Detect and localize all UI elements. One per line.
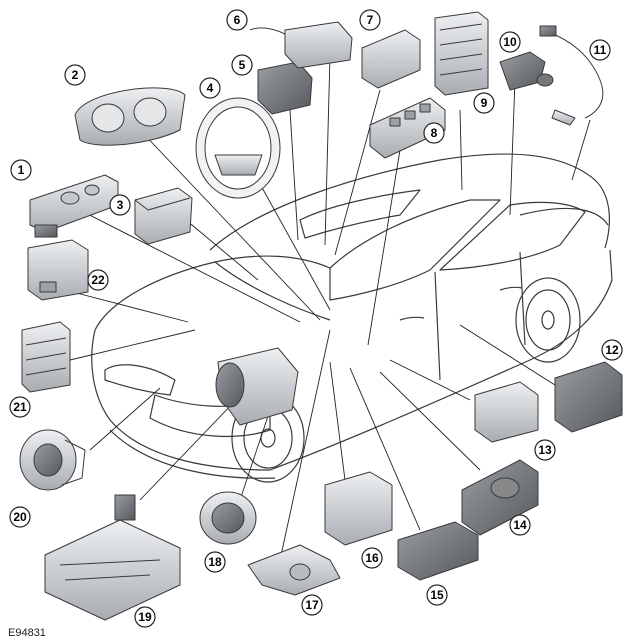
control-module-16	[324, 471, 393, 546]
control-module-15	[397, 521, 479, 581]
callout-11: 11	[589, 39, 611, 61]
callout-number: 14	[513, 518, 527, 532]
engine-fuse-box	[21, 321, 71, 393]
callout-17: 17	[301, 594, 323, 616]
callout-circle	[534, 439, 556, 461]
callout-number: 13	[538, 443, 552, 457]
callout-3: 3	[109, 194, 131, 216]
callout-number: 6	[234, 13, 241, 27]
callout-number: 2	[72, 68, 79, 82]
figure-reference-code: E94831	[8, 627, 46, 639]
callout-number: 9	[481, 96, 488, 110]
callout-circle	[509, 514, 531, 536]
steering-column-actuator	[247, 544, 341, 596]
callout-15: 15	[426, 584, 448, 606]
callout-19: 19	[134, 606, 156, 628]
callout-circle	[9, 506, 31, 528]
callout-number: 12	[605, 343, 619, 357]
callout-circle	[199, 77, 221, 99]
callout-number: 1	[18, 163, 25, 177]
callout-circle	[226, 9, 248, 31]
sensor-10	[499, 51, 554, 91]
callout-number: 10	[503, 35, 517, 49]
engine-control-module	[27, 239, 89, 301]
callout-10: 10	[499, 31, 521, 53]
callout-5: 5	[231, 54, 253, 76]
control-module-13	[474, 381, 539, 443]
instrument-cluster	[74, 87, 186, 146]
alternator	[19, 429, 86, 491]
callout-circle	[473, 92, 495, 114]
callout-number: 19	[138, 610, 152, 624]
callout-number: 3	[117, 198, 124, 212]
callout-circle	[134, 606, 156, 628]
callout-circle	[64, 64, 86, 86]
door-switch-pack	[369, 97, 446, 159]
callout-16: 16	[361, 547, 383, 569]
callout-circle	[231, 54, 253, 76]
callout-circle	[423, 122, 445, 144]
callout-circle	[426, 584, 448, 606]
callout-12: 12	[601, 339, 623, 361]
callout-circle	[499, 31, 521, 53]
callout-number: 8	[431, 126, 438, 140]
callout-22: 22	[87, 269, 109, 291]
callout-number: 15	[430, 588, 444, 602]
callout-number: 5	[239, 58, 246, 72]
control-module-6	[249, 21, 353, 69]
rear-fuse-box	[434, 11, 489, 96]
horn	[199, 491, 257, 545]
rear-wheel	[515, 277, 581, 363]
callout-number: 22	[91, 273, 105, 287]
control-module-5	[257, 61, 313, 115]
control-module-12	[554, 361, 623, 433]
callout-circle	[87, 269, 109, 291]
callout-9: 9	[473, 92, 495, 114]
callout-6: 6	[226, 9, 248, 31]
callout-18: 18	[204, 551, 226, 573]
callout-20: 20	[9, 506, 31, 528]
steering-wheel	[195, 97, 281, 199]
callout-number: 20	[13, 510, 27, 524]
centre-console-switch-pack	[29, 174, 119, 238]
callout-8: 8	[423, 122, 445, 144]
callout-circle	[361, 547, 383, 569]
callout-14: 14	[509, 514, 531, 536]
callout-7: 7	[359, 9, 381, 31]
callout-number: 17	[305, 598, 319, 612]
callout-number: 21	[13, 400, 27, 414]
callout-1: 1	[10, 159, 32, 181]
antenna-harness	[539, 25, 604, 126]
callout-13: 13	[534, 439, 556, 461]
callout-circle	[109, 194, 131, 216]
callout-circle	[301, 594, 323, 616]
callout-circle	[10, 159, 32, 181]
transmission-valve-body	[44, 494, 181, 621]
callout-circle	[9, 396, 31, 418]
callout-number: 11	[594, 43, 607, 57]
control-module-3	[134, 187, 193, 245]
callout-circle	[359, 9, 381, 31]
control-module-7	[361, 29, 421, 89]
callout-4: 4	[199, 77, 221, 99]
callout-number: 7	[367, 13, 374, 27]
seat-switch	[461, 459, 539, 536]
callout-circle	[204, 551, 226, 573]
callout-number: 18	[208, 555, 222, 569]
callout-number: 16	[365, 551, 379, 565]
callout-21: 21	[9, 396, 31, 418]
callout-circle	[601, 339, 623, 361]
callout-circle	[589, 39, 611, 61]
automatic-transmission	[215, 347, 299, 426]
callout-number: 4	[207, 81, 214, 95]
callout-2: 2	[64, 64, 86, 86]
